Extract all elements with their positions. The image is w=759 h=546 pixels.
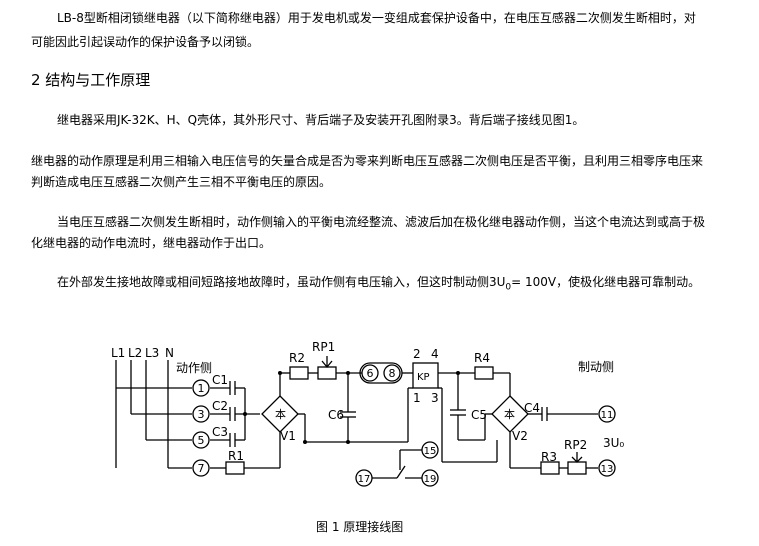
- bus-label-n: N: [165, 346, 174, 360]
- label-rp1: RP1: [312, 340, 335, 354]
- para-5: 在外部发生接地故障或相间短路接地故障时，虽动作侧有电压输入，但这时制动侧3U0=…: [57, 275, 701, 293]
- label-c2: C2: [212, 399, 228, 413]
- bus-label-l1: L1: [111, 346, 125, 360]
- kp-pin-4: 4: [431, 347, 439, 361]
- para-4-line-2: 化继电器的动作电流时，继电器动作于出口。: [31, 236, 272, 250]
- terminal-11: 11: [601, 410, 614, 421]
- action-side-label: 动作侧: [176, 361, 212, 375]
- terminal-15: 15: [424, 446, 437, 457]
- label-c5: C5: [471, 408, 487, 422]
- label-r1: R1: [228, 449, 244, 463]
- terminal-1: 1: [198, 382, 205, 395]
- para-2: 继电器采用JK-32K、H、Q壳体，其外形尺寸、背后端子及安装开孔图附录3。背后…: [57, 113, 585, 127]
- bus-label-l2: L2: [128, 346, 142, 360]
- terminal-19: 19: [424, 474, 437, 485]
- label-r4: R4: [474, 351, 490, 365]
- bridge-v1-symbol: 本: [275, 407, 286, 421]
- terminal-17: 17: [358, 474, 371, 485]
- label-c6: C6: [328, 408, 344, 422]
- terminal-6: 6: [367, 367, 374, 380]
- terminal-5: 5: [198, 434, 205, 447]
- kp-pin-1: 1: [413, 391, 421, 405]
- para-1-line-2: 可能因此引起误动作的保护设备予以闭锁。: [31, 35, 260, 49]
- label-kp: KP: [417, 372, 430, 383]
- label-rp2: RP2: [564, 438, 587, 452]
- terminal-8: 8: [389, 367, 396, 380]
- label-c1: C1: [212, 373, 228, 387]
- figure-caption: 图 1 原理接线图: [316, 519, 403, 534]
- three-u0-label: 3U₀: [603, 436, 624, 450]
- terminal-7: 7: [198, 462, 205, 475]
- terminal-13: 13: [601, 464, 614, 475]
- para-3-line-1: 继电器的动作原理是利用三相输入电压信号的矢量合成是否为零来判断电压互感器二次侧电…: [31, 154, 704, 168]
- para-4-line-1: 当电压互感器二次侧发生断相时，动作侧输入的平衡电流经整流、滤波后加在极化继电器动…: [57, 215, 706, 229]
- para-1-line-1: LB-8型断相闭锁继电器（以下简称继电器）用于发电机或发一变组成套保护设备中，在…: [57, 11, 696, 25]
- terminal-3: 3: [198, 408, 205, 421]
- label-r3: R3: [541, 450, 557, 464]
- label-c4: C4: [524, 401, 540, 415]
- kp-pin-3: 3: [431, 391, 439, 405]
- bridge-v2-symbol: 本: [504, 407, 515, 421]
- kp-pin-2: 2: [413, 347, 421, 361]
- label-c3: C3: [212, 425, 228, 439]
- brake-side-label: 制动侧: [578, 360, 614, 374]
- label-v1: V1: [280, 429, 296, 443]
- para-3-line-2: 判断造成电压互感器二次侧产生三相不平衡电压的原因。: [31, 175, 332, 189]
- label-v2: V2: [512, 429, 528, 443]
- section-title: 2 结构与工作原理: [31, 71, 151, 89]
- bus-label-l3: L3: [145, 346, 159, 360]
- label-r2: R2: [289, 351, 305, 365]
